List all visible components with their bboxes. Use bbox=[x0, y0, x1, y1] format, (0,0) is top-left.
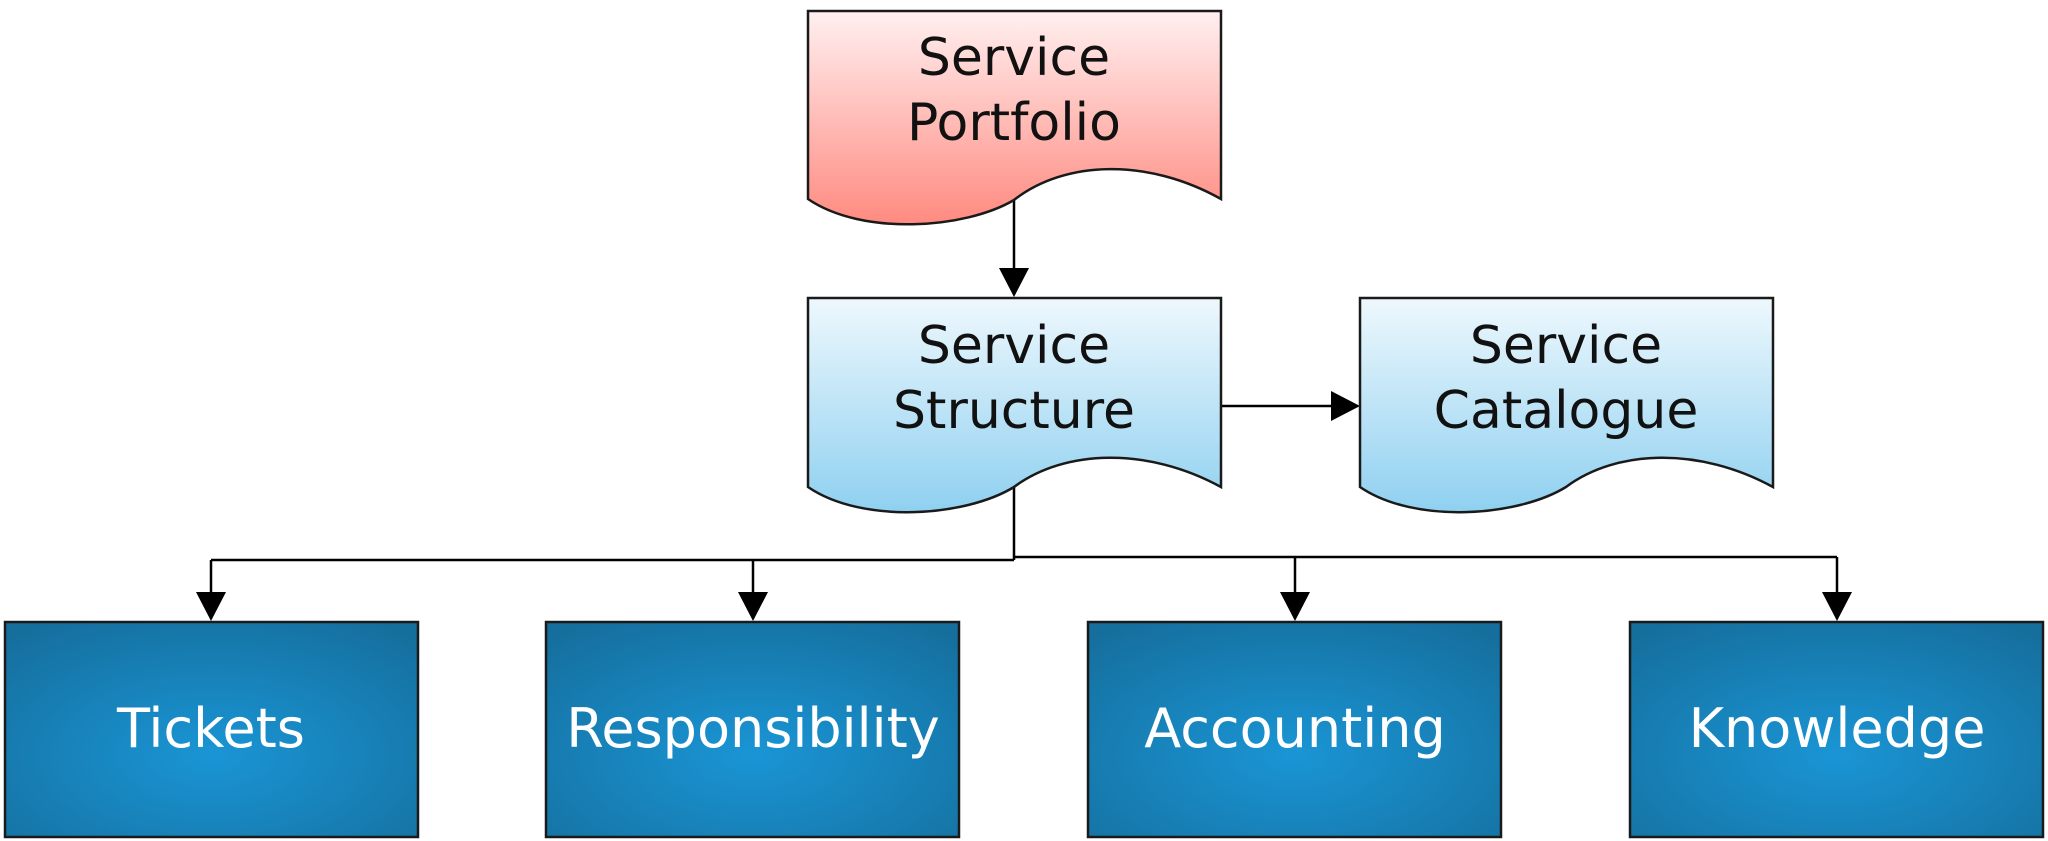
node-service-catalogue[interactable]: Service Catalogue bbox=[1358, 296, 1775, 514]
arrowhead-tickets bbox=[196, 592, 226, 621]
node-service-portfolio[interactable]: Service Portfolio bbox=[806, 9, 1223, 226]
node-service-structure[interactable]: Service Structure bbox=[806, 296, 1223, 514]
node-label-line1: Service bbox=[918, 316, 1110, 376]
node-tickets[interactable]: Tickets bbox=[3, 620, 420, 839]
box-shape bbox=[3, 620, 420, 839]
node-label-line2: Portfolio bbox=[907, 93, 1121, 153]
node-label: Tickets bbox=[116, 697, 305, 760]
node-label: Accounting bbox=[1144, 697, 1446, 760]
node-label-line2: Structure bbox=[893, 381, 1135, 441]
box-shape bbox=[1628, 620, 2045, 839]
node-label: Knowledge bbox=[1689, 697, 1986, 760]
node-accounting[interactable]: Accounting bbox=[1086, 620, 1503, 839]
arrowhead-knowledge bbox=[1822, 592, 1852, 621]
node-label-line1: Service bbox=[1470, 316, 1662, 376]
node-label-line1: Service bbox=[918, 28, 1110, 88]
connectors bbox=[196, 200, 1852, 621]
arrowhead-structure bbox=[999, 268, 1029, 297]
arrowhead-catalogue bbox=[1331, 391, 1360, 421]
arrowhead-responsibility bbox=[738, 592, 768, 621]
node-responsibility[interactable]: Responsibility bbox=[544, 620, 961, 839]
box-shape bbox=[544, 620, 961, 839]
node-knowledge[interactable]: Knowledge bbox=[1628, 620, 2045, 839]
document-shape bbox=[1358, 296, 1775, 514]
document-shape bbox=[806, 9, 1223, 226]
document-shape bbox=[806, 296, 1223, 514]
node-label: Responsibility bbox=[566, 697, 940, 760]
box-shape bbox=[1086, 620, 1503, 839]
arrowhead-accounting bbox=[1280, 592, 1310, 621]
node-label-line2: Catalogue bbox=[1434, 381, 1699, 441]
